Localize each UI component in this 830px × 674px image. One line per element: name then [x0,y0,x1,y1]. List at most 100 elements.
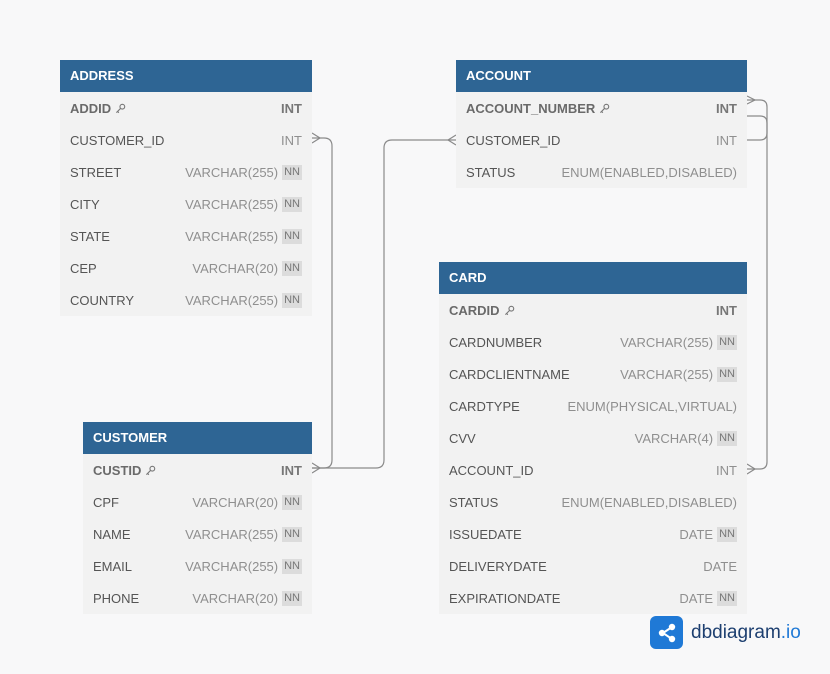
column-name: ACCOUNT_ID [449,463,534,478]
table-header[interactable]: CUSTOMER [83,422,312,454]
table-row[interactable]: CUSTOMER_ID INT [60,124,312,156]
column-name-text: ISSUEDATE [449,526,522,542]
column-type: INT [281,133,302,148]
rel-address-customer [312,137,333,469]
table-row[interactable]: ACCOUNT_NUMBER INT [456,92,747,124]
column-type-text: VARCHAR(255) [185,526,279,542]
not-null-badge: NN [282,558,302,574]
table-header[interactable]: ACCOUNT [456,60,747,92]
table-row[interactable]: ACCOUNT_ID INT [439,454,747,486]
column-name-text: CVV [449,430,476,446]
column-type-text: INT [716,100,737,116]
column-type-text: VARCHAR(20) [192,494,279,510]
column-type-text: VARCHAR(255) [620,334,714,350]
table-row[interactable]: CUSTOMER_ID INT [456,124,747,156]
table-header[interactable]: CARD [439,262,747,294]
column-type: ENUM(PHYSICAL,VIRTUAL) [567,399,737,414]
logo-text: dbdiagram.io [691,622,801,644]
table-row[interactable]: STATUS ENUM(ENABLED,DISABLED) [439,486,747,518]
column-name: CARDID [449,303,515,318]
column-name-text: CARDTYPE [449,398,520,414]
column-type-text: DATE [679,590,714,606]
key-icon [116,103,126,113]
column-name-text: CITY [70,196,100,212]
not-null-badge: NN [282,526,302,542]
column-type: VARCHAR(255)NN [185,558,302,574]
column-name: ISSUEDATE [449,527,522,542]
column-name: DELIVERYDATE [449,559,547,574]
not-null-badge: NN [717,366,737,382]
column-type: INT [716,101,737,116]
column-type: VARCHAR(255)NN [185,526,302,542]
column-name-text: CUSTOMER_ID [466,132,561,148]
not-null-badge: NN [282,228,302,244]
column-name-text: CARDCLIENTNAME [449,366,570,382]
column-name-text: STATE [70,228,110,244]
column-name-text: ACCOUNT_ID [449,462,534,478]
table-account[interactable]: ACCOUNT ACCOUNT_NUMBER INT CUSTOMER_ID INT S… [456,60,747,188]
table-row[interactable]: CARDTYPE ENUM(PHYSICAL,VIRTUAL) [439,390,747,422]
column-type: VARCHAR(20)NN [192,590,302,606]
not-null-badge: NN [717,590,737,606]
column-name-text: EXPIRATIONDATE [449,590,561,606]
column-type-text: VARCHAR(255) [185,558,279,574]
column-type-text: VARCHAR(4) [634,430,714,446]
column-type: INT [281,101,302,116]
rel-account-card [747,99,768,470]
column-type: INT [716,303,737,318]
not-null-badge: NN [282,590,302,606]
table-row[interactable]: CARDID INT [439,294,747,326]
column-name: CUSTOMER_ID [70,133,164,148]
column-type-text: INT [716,462,737,478]
column-type: VARCHAR(255)NN [185,164,302,180]
not-null-badge: NN [282,260,302,276]
column-name-text: ADDID [70,100,112,116]
column-type: INT [281,463,302,478]
column-type-text: INT [716,302,737,318]
rel-customer-account [312,139,456,469]
not-null-badge: NN [282,196,302,212]
table-header[interactable]: ADDRESS [60,60,312,92]
column-type: INT [716,133,737,148]
column-type-text: INT [716,132,737,148]
key-icon [600,103,610,113]
column-name: ADDID [70,101,126,116]
not-null-badge: NN [717,526,737,542]
column-type: ENUM(ENABLED,DISABLED) [561,495,737,510]
column-name-text: ACCOUNT_NUMBER [466,100,596,116]
column-type-text: DATE [679,526,714,542]
column-name-text: STATUS [449,494,499,510]
logo-suffix: .io [780,621,801,643]
dbdiagram-logo[interactable]: dbdiagram.io [650,616,801,649]
column-name-text: CUSTOMER_ID [70,132,165,148]
table-row[interactable]: STATE VARCHAR(255)NN [60,220,312,252]
column-name-text: CARDNUMBER [449,334,543,350]
column-type-text: VARCHAR(255) [185,292,279,308]
column-name-text: DELIVERYDATE [449,558,547,574]
column-type: VARCHAR(255)NN [185,228,302,244]
table-row[interactable]: ADDID INT [60,92,312,124]
column-type-text: INT [281,462,302,478]
column-name: STATUS [449,495,498,510]
